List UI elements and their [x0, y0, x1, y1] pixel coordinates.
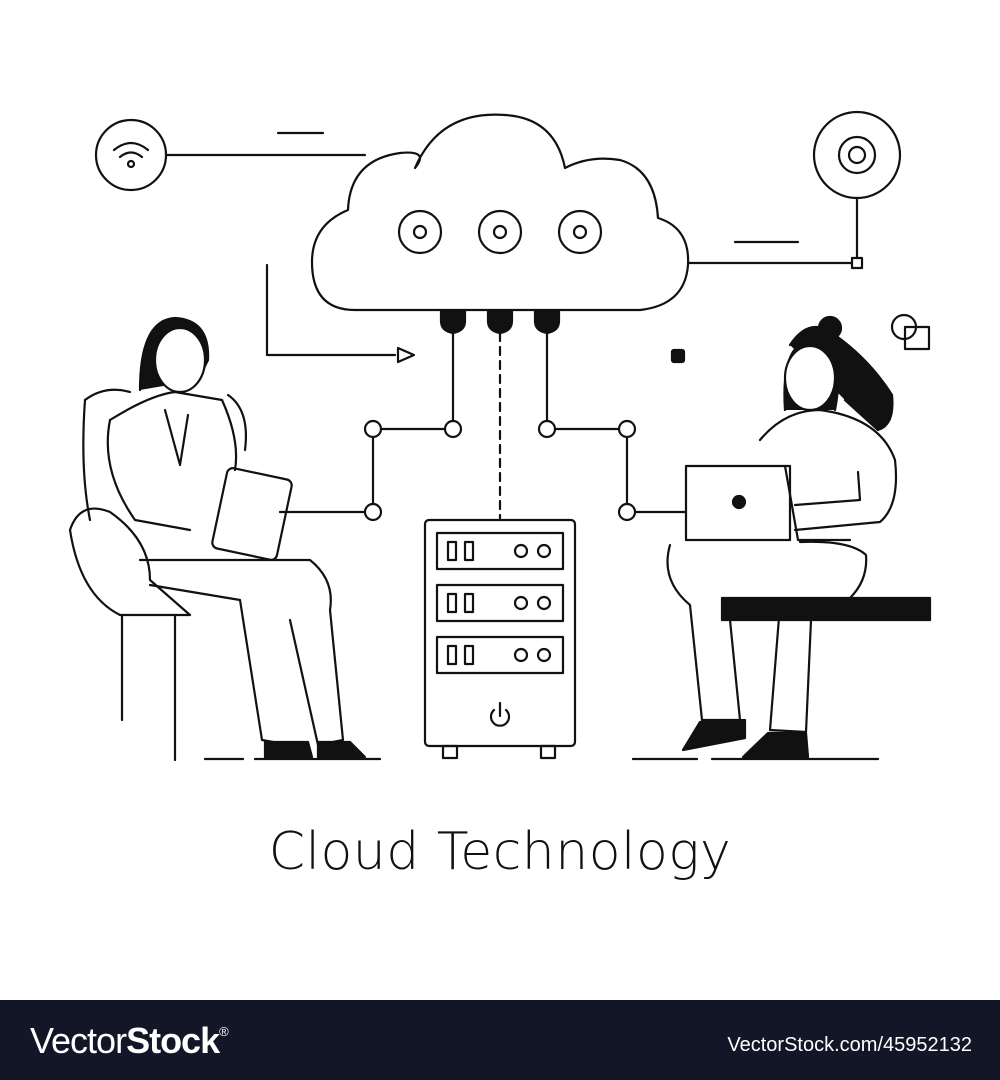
- registered-mark: ®: [219, 1024, 229, 1039]
- cloud-connectors: [439, 309, 561, 335]
- cloud-technology-illustration: [68, 110, 932, 762]
- woman-with-laptop: [631, 315, 932, 761]
- cloud-disks: [397, 209, 603, 255]
- vectorstock-logo: VectorStock®: [30, 1020, 229, 1062]
- woman-with-tablet: [68, 316, 382, 762]
- cloud: [310, 113, 690, 312]
- server-rack: [423, 518, 577, 760]
- logo-bold-text: Stock: [126, 1020, 220, 1061]
- image-reference: VectorStock.com/45952132: [727, 1034, 972, 1056]
- logo-light-text: Vector: [30, 1020, 127, 1061]
- gear-icon: [812, 110, 902, 200]
- illustration-title: Cloud Technology: [268, 822, 732, 882]
- overlapping-shapes-icon: [890, 313, 931, 351]
- wifi-icon: [94, 118, 168, 192]
- watermark-footer: VectorStock® VectorStock.com/45952132: [0, 1000, 1000, 1080]
